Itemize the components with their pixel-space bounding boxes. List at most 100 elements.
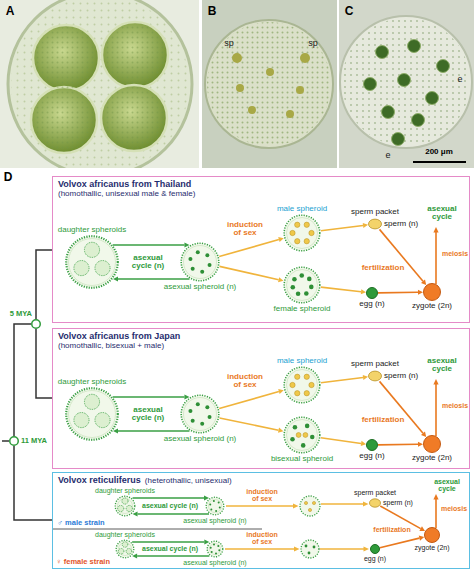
- arrow-head: [418, 290, 423, 295]
- node-circle: [32, 320, 41, 329]
- arrow-head: [419, 526, 425, 531]
- panel-letter: C: [345, 5, 354, 18]
- zygote-cell: zygote (2n): [423, 435, 441, 453]
- spheroid-wall: [209, 500, 222, 513]
- connector-line: [321, 377, 363, 382]
- sperm-packet: [312, 501, 315, 504]
- process-label: meiosis: [441, 505, 467, 512]
- cycle-arrow: [219, 389, 283, 408]
- connector-line: [118, 430, 189, 432]
- process-label: ♀ female strain: [56, 558, 110, 566]
- cycle-arrow: [220, 266, 284, 282]
- scale-label: 200 μm: [425, 148, 453, 156]
- arrow-head: [419, 536, 424, 541]
- spheroid-wall: [184, 246, 217, 279]
- sperm-packet: [248, 106, 256, 114]
- reproductive-cell: [205, 405, 209, 409]
- reproductive-cell: [210, 508, 212, 510]
- connector-line: [137, 555, 209, 557]
- stage-label: male spheroid: [277, 357, 327, 365]
- connector-line: [378, 291, 418, 293]
- sperm-packet: [266, 68, 274, 76]
- stage-label: 5 MYA: [10, 310, 32, 318]
- cycle-arrow: [321, 375, 368, 383]
- reproductive-cell: [210, 547, 212, 549]
- sperm-packet-cell: [295, 222, 300, 227]
- node-shape: [369, 497, 381, 509]
- sperm-release-arrow: [321, 503, 363, 505]
- connector-line: [36, 329, 52, 398]
- arrow-head: [363, 501, 369, 506]
- tree-branch: [14, 446, 52, 520]
- spheroid-body: [116, 540, 134, 558]
- connector-line: [321, 225, 363, 230]
- stage-label: egg (n): [359, 300, 384, 308]
- arrow-head: [433, 227, 438, 233]
- zygote-cell: [424, 284, 441, 301]
- stage-label: daughter spheroids: [95, 531, 155, 538]
- connector-line: [380, 506, 420, 529]
- daughter-colony: [31, 87, 97, 153]
- male-spheroid: male spheroid: [283, 214, 321, 252]
- node-shape: [424, 527, 440, 543]
- daughter-spheroid: [95, 261, 110, 276]
- arrow-head: [204, 495, 209, 500]
- reproductive-cell: [208, 263, 212, 267]
- sperm-packet-cell: [304, 374, 309, 379]
- daughter-spheroid-stage: daughter spheroids: [115, 539, 135, 559]
- reproductive-cell: [292, 277, 297, 282]
- daughter-spheroid: [84, 394, 99, 409]
- male-spheroid: male spheroid: [283, 366, 321, 404]
- cycle-arrow: [113, 394, 189, 399]
- divergence-node: 11 MYA: [9, 436, 19, 446]
- strain-separator: [53, 529, 262, 530]
- reproductive-cell: [188, 409, 192, 413]
- sperm-packet-cell: [304, 391, 309, 396]
- daughter-spheroid-stage: daughter spheroids: [114, 495, 136, 517]
- arrow-head: [433, 494, 438, 500]
- reproductive-cell: [217, 545, 219, 547]
- sperm-packet-cell: [290, 382, 295, 387]
- process-label: ♂ male strain: [57, 519, 104, 527]
- cycle-arrow: [133, 511, 209, 516]
- egg-cell: [376, 46, 389, 59]
- sperm-packet: sperm packetsperm (n): [368, 369, 382, 383]
- spheroid-body: [115, 496, 135, 516]
- sperm-packet-cell: [295, 391, 300, 396]
- zygote-cell: zygote (2n): [423, 283, 441, 301]
- spheroid-wall: [119, 543, 132, 556]
- node-shape: [423, 435, 441, 453]
- arrow-head: [433, 379, 438, 385]
- stage-label: sperm packet: [351, 208, 399, 216]
- parent-colony: [8, 0, 192, 168]
- reproductive-cell: [215, 510, 217, 512]
- stage-label: 11 MYA: [21, 437, 47, 445]
- node-shape: [180, 394, 220, 434]
- cycle-arrow: [113, 428, 189, 433]
- sperm-packet-callout: sp: [224, 39, 234, 48]
- cycle-arrow: [220, 418, 284, 433]
- arrow-head: [278, 277, 283, 282]
- connector-line: [321, 438, 361, 444]
- egg-cell: [308, 552, 311, 555]
- process-label: induction of sex: [244, 488, 280, 503]
- process-label: meiosis: [442, 402, 468, 409]
- reproductive-cell: [218, 502, 220, 504]
- spheroid-body: [66, 388, 118, 440]
- arrow-head: [278, 389, 284, 394]
- cycle-arrow: [133, 495, 209, 500]
- induction-arrow: [225, 548, 294, 550]
- sperm-packet-cell: [309, 382, 314, 387]
- spheroid-body: [284, 215, 320, 251]
- egg-cell: [364, 78, 377, 91]
- tree-branch: [36, 329, 52, 398]
- mating-system: (homothallic, bisexual + male): [58, 342, 164, 350]
- connector-line: [380, 538, 420, 548]
- egg-cell: [313, 546, 316, 549]
- reproductive-cell: [191, 267, 195, 271]
- process-label: asexual cycle (n): [142, 502, 198, 509]
- daughter-spheroid: [84, 242, 99, 257]
- connector-line: [138, 513, 209, 515]
- spheroid-body: [66, 236, 118, 288]
